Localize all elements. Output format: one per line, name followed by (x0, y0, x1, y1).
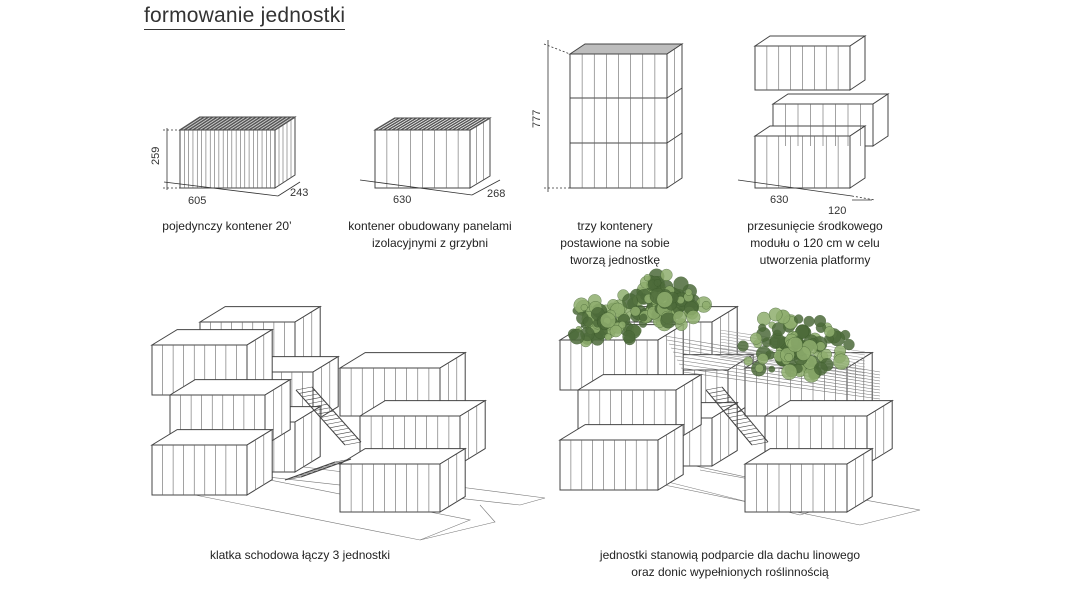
dim-shift-offset: 120 (828, 205, 846, 217)
caption-clad-container: kontener obudowany panelami izolacyjnymi… (335, 218, 525, 252)
shifted-stack-drawing (738, 36, 888, 200)
caption-roof-line2: oraz donic wypełnionych roślinnością (570, 564, 890, 581)
green-roof-drawing (560, 269, 920, 525)
caption-shift-line3: utworzenia platformy (730, 252, 900, 269)
caption-clad-line1: kontener obudowany panelami (335, 218, 525, 235)
caption-shift-line2: modułu o 120 cm w celu (730, 235, 900, 252)
caption-clad-line2: izolacyjnymi z grzybni (335, 235, 525, 252)
dim-shift-length: 630 (770, 194, 788, 206)
caption-shifted-stack: przesunięcie środkowego modułu o 120 cm … (730, 218, 900, 269)
caption-stack-line3: tworzą jednostkę (545, 252, 685, 269)
caption-roof-line1: jednostki stanowią podparcie dla dachu l… (570, 547, 890, 564)
caption-stack-line1: trzy kontenery (545, 218, 685, 235)
caption-single-container: pojedynczy kontener 20’ (152, 218, 302, 235)
dim-container-width: 243 (290, 187, 308, 199)
clad-container-drawing (360, 118, 500, 195)
caption-stack-line2: postawione na sobie (545, 235, 685, 252)
caption-staircase: klatka schodowa łączy 3 jednostki (190, 547, 410, 564)
dim-clad-width: 268 (487, 188, 505, 200)
dim-stack-height: 777 (531, 110, 543, 128)
three-stack-drawing (544, 40, 682, 192)
dim-container-length: 605 (188, 195, 206, 207)
caption-three-stack: trzy kontenery postawione na sobie tworz… (545, 218, 685, 269)
caption-green-roof: jednostki stanowią podparcie dla dachu l… (570, 547, 890, 581)
dim-clad-length: 630 (393, 194, 411, 206)
dim-container-height: 259 (150, 147, 162, 165)
staircase-drawing (152, 307, 545, 540)
caption-shift-line1: przesunięcie środkowego (730, 218, 900, 235)
single-container-drawing (163, 117, 300, 196)
